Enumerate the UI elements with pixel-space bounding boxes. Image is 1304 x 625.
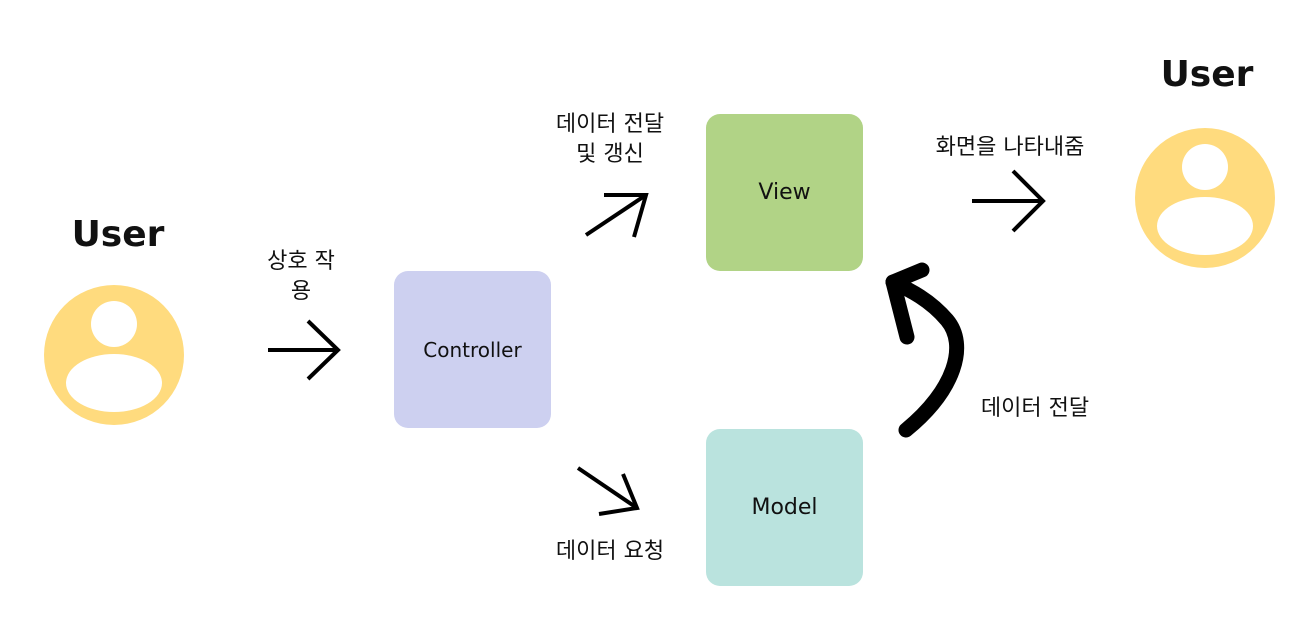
edge-label-view-to-user: 화면을 나타내줌 bbox=[935, 135, 1085, 160]
avatar-head bbox=[1182, 144, 1228, 190]
controller-label: Controller bbox=[423, 337, 522, 362]
right-user-title: User bbox=[1160, 54, 1254, 95]
avatar-body bbox=[1157, 197, 1253, 255]
avatar-body bbox=[66, 354, 162, 412]
edge-label-controller-to-view: 데이터 전달 및 갱신 bbox=[555, 112, 665, 167]
view-label: View bbox=[758, 180, 811, 205]
right-user-avatar-icon bbox=[1135, 128, 1275, 268]
view-box: View bbox=[706, 114, 863, 271]
left-user-avatar-icon bbox=[44, 285, 184, 425]
edge-label-controller-to-model: 데이터 요청 bbox=[555, 539, 665, 564]
model-label: Model bbox=[751, 495, 818, 520]
arrow-user-to-controller bbox=[268, 319, 341, 381]
edge-label-model-to-view: 데이터 전달 bbox=[980, 396, 1090, 421]
arrow-controller-to-view bbox=[584, 193, 649, 238]
arrow-controller-to-model bbox=[576, 466, 640, 516]
controller-box: Controller bbox=[394, 271, 551, 428]
edge-label-user-to-controller: 상호 작 용 bbox=[267, 249, 335, 304]
avatar-head bbox=[91, 301, 137, 347]
arrow-view-to-user bbox=[972, 169, 1046, 233]
model-box: Model bbox=[706, 429, 863, 586]
arrow-model-to-view bbox=[885, 262, 965, 438]
left-user-title: User bbox=[71, 214, 165, 255]
